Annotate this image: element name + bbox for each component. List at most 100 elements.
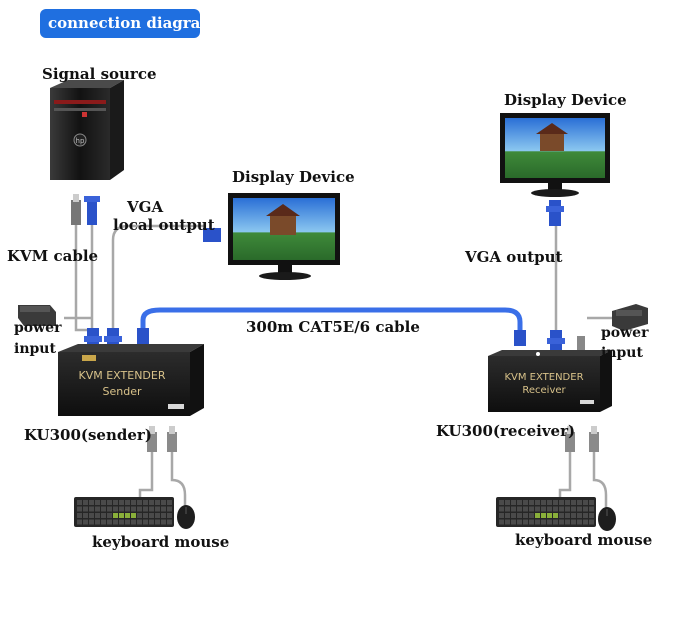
keyboard-key xyxy=(583,500,588,505)
keyboard-cable-left xyxy=(138,452,154,500)
keyboard-key xyxy=(553,500,558,505)
mouse-cable-left xyxy=(170,452,187,508)
keyboard-key xyxy=(161,513,166,518)
keyboard-key xyxy=(517,506,522,512)
keyboard-key xyxy=(167,513,172,518)
keyboard-key xyxy=(113,506,118,512)
keyboard-key xyxy=(89,513,94,518)
keyboard-key xyxy=(589,519,594,525)
keyboard-key xyxy=(131,506,136,512)
keyboard-key xyxy=(571,500,576,505)
keyboard-key xyxy=(499,500,504,505)
keyboard-key xyxy=(161,519,166,525)
keyboard-key xyxy=(149,500,154,505)
sender-subtitle: Sender xyxy=(103,385,142,398)
keyboard-key xyxy=(113,519,118,525)
keyboard-key xyxy=(559,500,564,505)
keyboard-left xyxy=(74,497,174,527)
keyboard-key xyxy=(535,519,540,525)
grey-cables xyxy=(64,224,612,510)
keyboard-key xyxy=(553,506,558,512)
keyboard-key xyxy=(529,519,534,525)
keyboard-key xyxy=(547,500,552,505)
keyboard-key xyxy=(577,506,582,512)
power-left-label: power xyxy=(14,320,62,336)
sender-title: KVM EXTENDER xyxy=(79,369,166,382)
input-right-label: input xyxy=(601,345,643,361)
keyboard-key xyxy=(565,513,570,518)
receiver-connectors xyxy=(547,330,585,354)
display-device-right-label: Display Device xyxy=(504,91,627,109)
keyboard-key xyxy=(511,506,516,512)
keyboard-key xyxy=(167,506,172,512)
keyboard-key xyxy=(523,519,528,525)
keyboard-key xyxy=(131,519,136,525)
keyboard-key xyxy=(125,506,130,512)
kvm-usb-cable xyxy=(74,225,92,332)
keyboard-key xyxy=(77,513,82,518)
keyboard-key xyxy=(137,513,142,518)
mouse-cable-right xyxy=(592,452,608,510)
keyboard-key xyxy=(107,500,112,505)
diagram-title-badge: connection diagram xyxy=(40,9,200,38)
keyboard-key xyxy=(517,500,522,505)
mouse-right xyxy=(598,507,616,531)
keyboard-key xyxy=(143,506,148,512)
keyboard-key xyxy=(511,500,516,505)
keyboard-key xyxy=(89,506,94,512)
keyboard-key xyxy=(535,500,540,505)
cat-cable-label: 300m CAT5E/6 cable xyxy=(246,318,420,336)
keyboard-key xyxy=(571,513,576,518)
receiver-title: KVM EXTENDER xyxy=(504,372,583,383)
keyboard-key xyxy=(131,500,136,505)
keyboard-cable-right xyxy=(558,452,572,500)
keyboard-key xyxy=(559,513,564,518)
keyboard-key xyxy=(517,519,522,525)
keyboard-key xyxy=(541,513,546,518)
keyboard-key xyxy=(137,506,142,512)
display-right xyxy=(500,113,610,226)
keyboard-key xyxy=(149,513,154,518)
pc-kvm-connectors xyxy=(71,194,100,225)
right-power-adapter xyxy=(612,304,648,331)
keyboard-key xyxy=(113,513,118,518)
sender-box xyxy=(58,344,204,416)
keyboard-key xyxy=(523,506,528,512)
keyboard-key xyxy=(77,506,82,512)
rj45-sender xyxy=(137,328,149,344)
keyboard-key xyxy=(101,519,106,525)
svg-text:hp: hp xyxy=(76,137,85,145)
keyboard-key xyxy=(517,513,522,518)
keyboard-mouse-left-label: keyboard mouse xyxy=(92,533,230,551)
keyboard-key xyxy=(119,519,124,525)
left-power-adapter xyxy=(18,305,56,326)
keyboard-key xyxy=(107,513,112,518)
keyboard-key xyxy=(95,500,100,505)
keyboard-key xyxy=(161,506,166,512)
keyboard-key xyxy=(125,513,130,518)
usb-plugs-left xyxy=(147,426,177,452)
keyboard-key xyxy=(95,506,100,512)
keyboard-key xyxy=(125,500,130,505)
keyboard-key xyxy=(577,500,582,505)
sender-unit-label: KU300(sender) xyxy=(24,426,152,444)
keyboard-key xyxy=(505,519,510,525)
keyboard-key xyxy=(529,506,534,512)
keyboard-key xyxy=(559,519,564,525)
vga-output-label: VGA output xyxy=(465,248,563,266)
keyboard-key xyxy=(155,500,160,505)
local-output-cable xyxy=(111,224,206,330)
keyboard-key xyxy=(553,519,558,525)
keyboard-key xyxy=(529,513,534,518)
keyboard-key xyxy=(541,500,546,505)
keyboard-key xyxy=(113,500,118,505)
keyboard-key xyxy=(577,519,582,525)
keyboard-key xyxy=(131,513,136,518)
keyboard-key xyxy=(505,513,510,518)
keyboard-key xyxy=(547,513,552,518)
display-device-center-label: Display Device xyxy=(232,168,355,186)
local-output-label: local output xyxy=(113,216,215,234)
keyboard-key xyxy=(95,519,100,525)
keyboard-key xyxy=(511,513,516,518)
keyboard-key xyxy=(505,500,510,505)
